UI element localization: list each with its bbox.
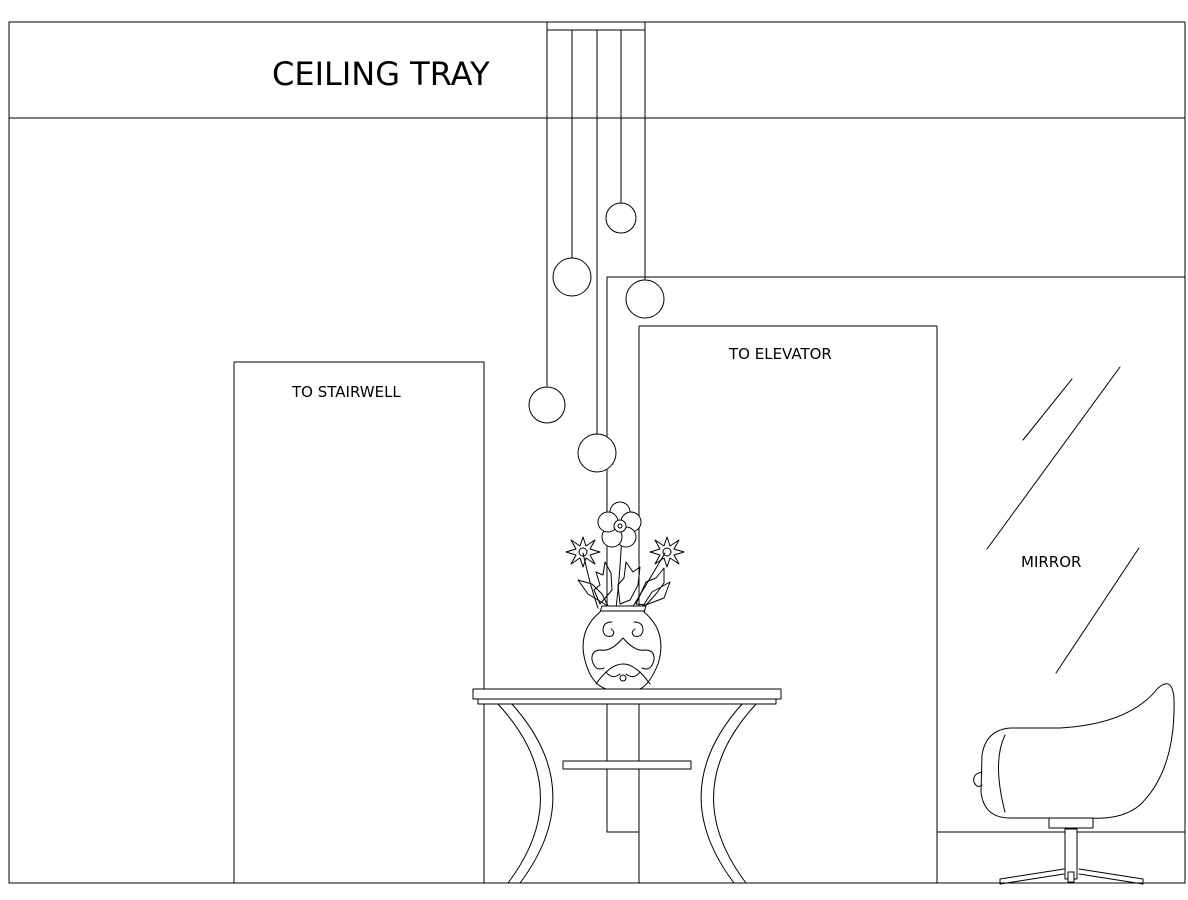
- flower-arrangement: [565, 501, 685, 609]
- vase: [582, 605, 662, 690]
- chair-shell: [980, 683, 1175, 819]
- elevator-label: TO ELEVATOR: [728, 345, 832, 363]
- flower-center: [597, 501, 642, 548]
- mirror-label: MIRROR: [1021, 553, 1081, 571]
- pendant-bulb: [528, 386, 566, 424]
- flower-right: [649, 536, 685, 568]
- stairwell-label: TO STAIRWELL: [291, 383, 401, 401]
- chair-base: [999, 868, 1144, 885]
- chair-armrest-knob: [973, 771, 983, 787]
- table-shelf: [562, 760, 692, 770]
- ceiling-tray-label: CEILING TRAY: [272, 55, 490, 93]
- ceiling-canopy: [546, 21, 646, 31]
- table-leg-left: [496, 702, 554, 884]
- elevator-door: TO ELEVATOR: [638, 325, 938, 884]
- pendant-bulb: [552, 257, 592, 297]
- pendant-bulb: [605, 202, 637, 234]
- flower-left: [565, 536, 601, 568]
- side-table: [472, 688, 782, 884]
- mirror-panel: MIRROR: [606, 276, 1186, 833]
- pendant-bulb: [577, 433, 617, 473]
- chair-plate: [1048, 817, 1094, 829]
- table-top: [472, 688, 782, 700]
- chair-collar: [1067, 871, 1075, 883]
- lounge-chair: [973, 683, 1175, 885]
- pendant-bulb: [625, 279, 665, 319]
- stairwell-door: TO STAIRWELL: [233, 361, 485, 884]
- table-leg-right: [700, 702, 758, 884]
- pendant-light-fixture: [528, 21, 665, 473]
